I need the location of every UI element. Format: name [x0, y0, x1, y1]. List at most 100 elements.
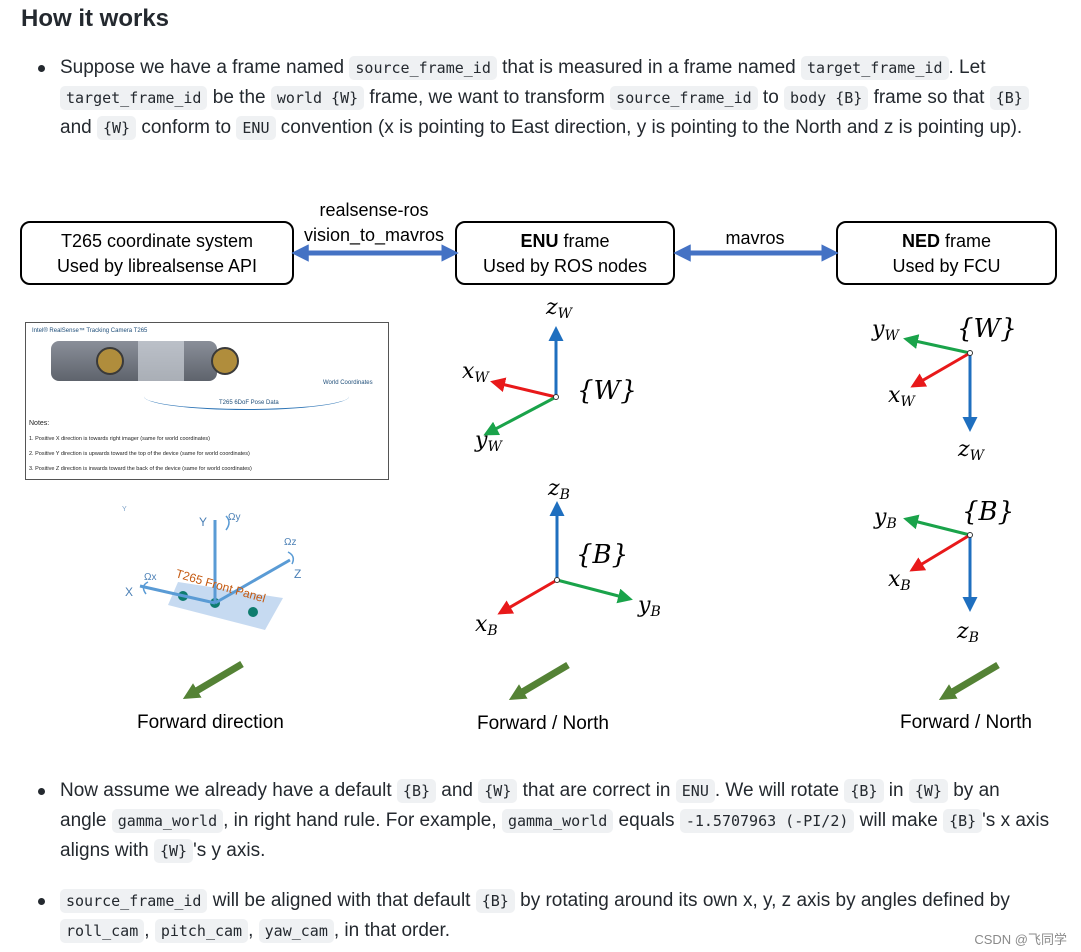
inline-code: source_frame_id	[60, 889, 208, 913]
t265-coordinate-image: Intel® RealSense™ Tracking Camera T265 W…	[25, 322, 389, 480]
inline-code: {B}	[475, 889, 515, 913]
box-title: ENU frame	[520, 231, 610, 251]
list-item-rotation: Now assume we already have a default {B}…	[38, 776, 1050, 866]
inline-code: ENU	[675, 779, 715, 803]
ned-frame-box: NED frame Used by FCU	[836, 221, 1057, 285]
link-label-mavros: mavros	[725, 228, 785, 248]
svg-text:xW: xW	[888, 383, 916, 410]
inline-code: gamma_world	[501, 809, 614, 833]
text: be the	[207, 87, 271, 108]
text: . Let	[948, 57, 986, 78]
text: by an angle	[60, 780, 1000, 831]
image-title: Intel® RealSense™ Tracking Camera T265	[32, 328, 148, 334]
inline-code: {W}	[96, 116, 137, 140]
inline-code: {B}	[943, 809, 983, 833]
text: Suppose we have a frame named	[60, 57, 350, 78]
svg-text:zW: zW	[545, 295, 574, 322]
text: , in that order.	[333, 920, 451, 941]
link-label-realsense-ros: realsense-ros	[319, 200, 429, 220]
inline-code: {W}	[154, 839, 194, 863]
svg-text:Y: Y	[122, 506, 127, 513]
forward-north-label-ned: Forward / North	[900, 712, 1032, 733]
inline-code: ENU	[236, 116, 276, 140]
ned-world-axes: yW xW zW {W}	[871, 314, 1017, 464]
text: to	[757, 87, 785, 108]
inline-code: -1.5707963 (-PI/2)	[679, 809, 855, 833]
inline-code: {W}	[908, 779, 948, 803]
inline-code: source_frame_id	[349, 56, 497, 80]
t265-front-panel-sketch: Y Ωy X Ωx Z Ωz T265 Front Panel Y	[122, 506, 301, 630]
note-item: 3. Positive Z direction is inwards towar…	[29, 466, 252, 472]
camera-lens-left	[96, 347, 124, 375]
list-item-frame-description: Suppose we have a frame named source_fra…	[38, 53, 1050, 143]
text: will make	[854, 810, 944, 831]
enu-world-axes: zW xW yW {W}	[462, 295, 637, 455]
text: frame, we want to transform	[364, 87, 611, 108]
world-frame-label: {W}	[577, 376, 637, 406]
text: frame so that	[868, 87, 990, 108]
inline-code: world {W}	[270, 86, 365, 110]
text: conform to	[136, 117, 237, 138]
inline-code: body {B}	[784, 86, 869, 110]
text: . We will rotate	[714, 780, 845, 801]
svg-text:zW: zW	[957, 437, 986, 464]
text: in	[883, 780, 909, 801]
svg-text:Ωz: Ωz	[284, 537, 296, 548]
svg-text:Ωx: Ωx	[144, 572, 156, 583]
body-frame-label: {B}	[576, 540, 628, 570]
text: Now assume we already have a default	[60, 780, 397, 801]
text: 's y axis.	[193, 840, 266, 861]
inline-code: pitch_cam	[154, 919, 249, 943]
svg-text:Z: Z	[294, 567, 301, 581]
inline-code: roll_cam	[60, 919, 145, 943]
link-label-vision-to-mavros: vision_to_mavros	[303, 225, 445, 245]
forward-arrow-icon	[508, 661, 570, 700]
box-subtitle: Used by FCU	[892, 256, 1001, 276]
box-title: T265 coordinate system	[60, 231, 254, 251]
enu-body-axes: zB xB yB {B}	[475, 476, 661, 639]
svg-text:Ωy: Ωy	[228, 512, 240, 523]
text: equals	[613, 810, 680, 831]
text: and	[60, 117, 97, 138]
svg-text:yB: yB	[873, 505, 897, 532]
list-item-alignment: source_frame_id will be aligned with tha…	[38, 886, 1050, 946]
box-title: NED frame	[901, 231, 992, 251]
text: and	[436, 780, 479, 801]
note-item: 1. Positive X direction is towards right…	[29, 436, 210, 442]
svg-text:xB: xB	[475, 612, 498, 639]
box-subtitle: Used by librealsense API	[56, 256, 258, 276]
forward-arrow-icon	[182, 660, 244, 699]
camera-body	[51, 341, 217, 381]
svg-text:X: X	[125, 585, 133, 599]
forward-arrow-icon	[938, 661, 1000, 700]
notes-title: Notes:	[29, 420, 50, 427]
text: 's x axis aligns with	[60, 810, 1050, 861]
inline-code: {B}	[844, 779, 884, 803]
text: that is measured in a frame named	[496, 57, 802, 78]
inline-code: {B}	[396, 779, 437, 803]
inline-code: yaw_cam	[258, 919, 334, 943]
enu-frame-box: ENU frame Used by ROS nodes	[455, 221, 675, 285]
inline-code: {B}	[989, 86, 1029, 110]
watermark: CSDN @飞同学	[974, 932, 1067, 947]
box-subtitle: Used by ROS nodes	[482, 256, 648, 276]
camera-lens-right	[211, 347, 239, 375]
inline-code: gamma_world	[111, 809, 224, 833]
forward-north-label-enu: Forward / North	[477, 713, 609, 734]
svg-text:zB: zB	[956, 619, 979, 646]
text: that are correct in	[517, 780, 676, 801]
t265-frame-box: T265 coordinate system Used by librealse…	[20, 221, 294, 285]
svg-text:yW: yW	[871, 317, 900, 344]
inline-code: {W}	[478, 779, 518, 803]
inline-code: target_frame_id	[60, 86, 208, 110]
body-frame-label: {B}	[962, 497, 1014, 527]
svg-text:xB: xB	[888, 567, 911, 594]
inline-code: target_frame_id	[801, 56, 949, 80]
text: ,	[248, 920, 259, 941]
ned-body-axes: yB xB zB {B}	[873, 497, 1014, 646]
pose-data-label: T265 6DoF Pose Data	[219, 400, 279, 406]
text: ,	[144, 920, 155, 941]
text: convention (x is pointing to East direct…	[275, 117, 1023, 138]
inline-code: source_frame_id	[610, 86, 758, 110]
svg-text:xW: xW	[462, 359, 490, 386]
